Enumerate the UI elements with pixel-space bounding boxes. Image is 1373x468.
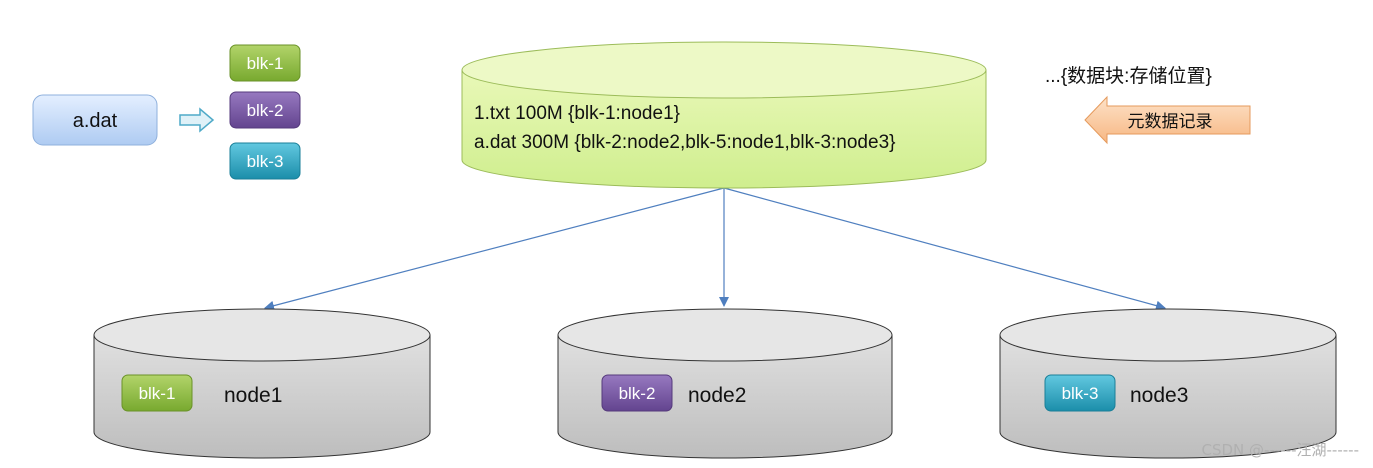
connector-arrows <box>264 187 1166 311</box>
block-pill-blk-1: blk-1 <box>229 44 301 82</box>
file-a-dat: a.dat <box>32 94 158 146</box>
node1-block-pill <box>121 374 193 412</box>
watermark: CSDN @------汪湖------ <box>1201 441 1360 459</box>
split-arrow-icon <box>179 107 215 133</box>
block-label: blk-3 <box>247 152 284 171</box>
node2-cylinder: blk-2 node2 <box>557 308 893 459</box>
node3-block-pill <box>1044 374 1116 412</box>
metadata-record-label: 元数据记录 <box>1128 112 1213 131</box>
node3-label: node3 <box>1130 384 1188 407</box>
block-label: blk-1 <box>247 54 284 73</box>
block-label: blk-2 <box>247 101 284 120</box>
block-pill-blk-2: blk-2 <box>229 91 301 129</box>
node2-block-pill <box>601 374 673 412</box>
metadata-line-1: 1.txt 100M {blk-1:node1} <box>474 103 680 124</box>
metadata-format-note: ...{数据块:存储位置} <box>1045 65 1212 87</box>
node3-block-label: blk-3 <box>1062 384 1099 403</box>
arrow-to-node1 <box>264 187 725 311</box>
metadata-line-2: a.dat 300M {blk-2:node2,blk-5:node1,blk-… <box>474 132 895 153</box>
node1-cylinder: blk-1 node1 <box>93 308 431 459</box>
node2-label: node2 <box>688 384 746 407</box>
metadata-cylinder: 1.txt 100M {blk-1:node1} a.dat 300M {blk… <box>461 41 987 189</box>
node1-label: node1 <box>224 384 282 407</box>
node1-block-label: blk-1 <box>139 384 176 403</box>
node3-cylinder: blk-3 node3 <box>999 308 1337 459</box>
metadata-record-arrow: 元数据记录 <box>1084 95 1251 145</box>
file-a-dat-label: a.dat <box>73 110 118 132</box>
block-pill-blk-3: blk-3 <box>229 142 301 180</box>
node2-block-label: blk-2 <box>619 384 656 403</box>
arrow-to-node3 <box>723 187 1166 311</box>
